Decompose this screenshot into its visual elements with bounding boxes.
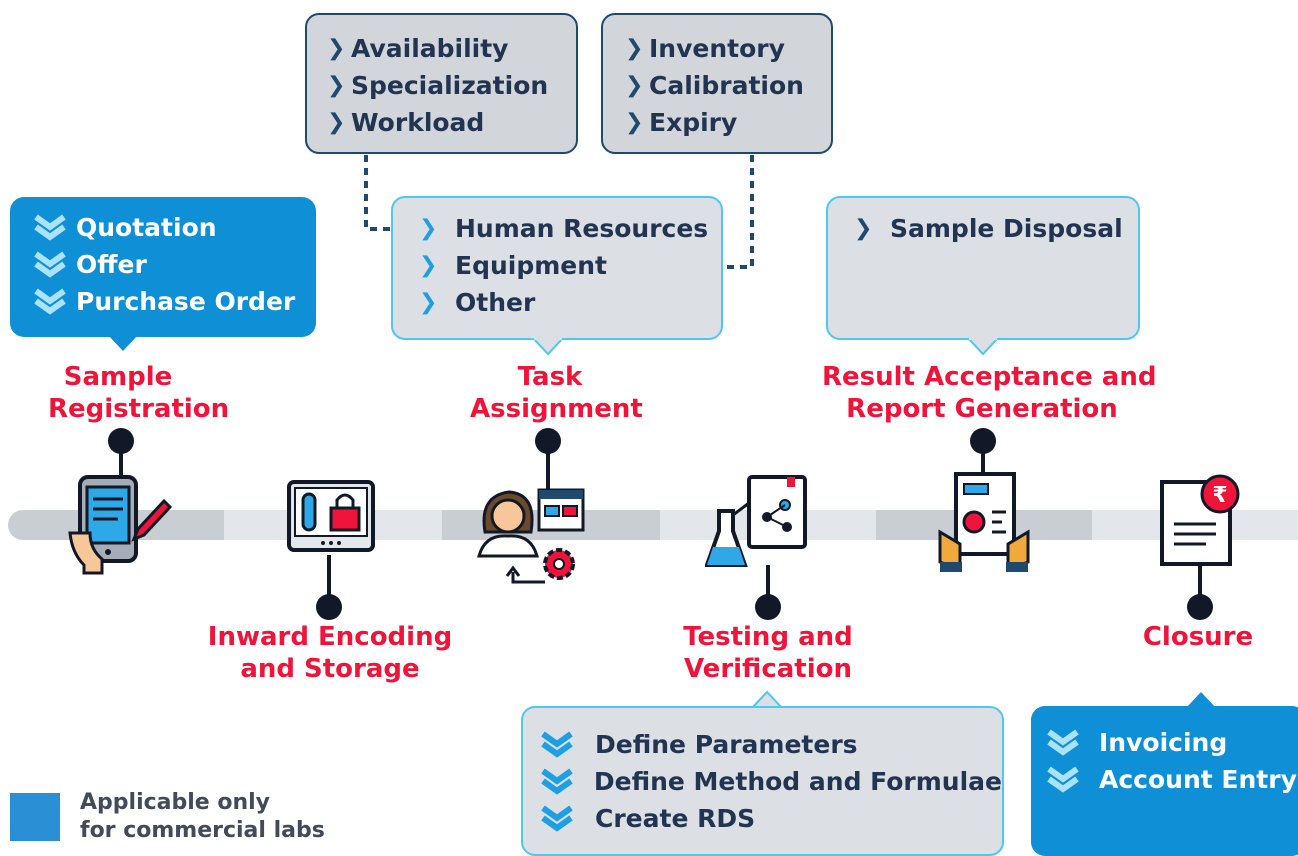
step-title-closure: Closure: [1142, 622, 1254, 652]
chevron-right-icon: ❯: [327, 36, 346, 61]
timeline-node: [535, 428, 561, 454]
chevron-right-icon: ❯: [419, 253, 438, 278]
report-bubble: ❯Sample Disposal: [826, 196, 1140, 340]
monitor-lock-icon: [287, 480, 375, 552]
report-hands-icon: [938, 472, 1030, 573]
closure-bubble: Invoicing Account Entry: [1031, 706, 1298, 856]
svg-text:₹: ₹: [1212, 483, 1227, 508]
chevron-right-icon: ❯: [625, 73, 644, 98]
bubble-pointer: [108, 335, 138, 351]
tablet-pen-icon: [68, 475, 172, 575]
timeline-node: [316, 594, 342, 620]
bubble-pointer: [1186, 692, 1216, 708]
double-chevron-down-icon: [32, 209, 76, 246]
assignment-bubble: ❯Human Resources ❯Equipment ❯Other: [391, 196, 723, 340]
invoice-rupee-icon: ₹: [1160, 474, 1240, 566]
chevron-right-icon: ❯: [419, 290, 438, 315]
resources-criteria-box: ❯Availability ❯Specialization ❯Workload: [305, 13, 578, 154]
testing-bubble: Define Parameters Define Method and Form…: [521, 706, 1004, 856]
timeline-node: [108, 428, 134, 454]
registration-bubble: Quotation Offer Purchase Order: [10, 197, 316, 337]
chevron-right-icon: ❯: [854, 216, 873, 241]
double-chevron-down-icon: [539, 763, 594, 800]
person-gear-icon: [477, 488, 585, 584]
timeline-node: [1187, 594, 1213, 620]
double-chevron-down-icon: [539, 726, 595, 763]
bubble-pointer: [533, 338, 563, 356]
flask-chart-icon: [705, 475, 807, 567]
timeline-node: [755, 594, 781, 620]
double-chevron-down-icon: [32, 283, 76, 320]
chevron-right-icon: ❯: [327, 73, 346, 98]
chevron-right-icon: ❯: [327, 110, 346, 135]
timeline-node: [970, 428, 996, 454]
bubble-pointer: [968, 338, 998, 356]
chevron-right-icon: ❯: [625, 110, 644, 135]
legend-swatch: [10, 793, 60, 841]
equipment-criteria-box: ❯Inventory ❯Calibration ❯Expiry: [601, 13, 833, 154]
double-chevron-down-icon: [32, 246, 76, 283]
double-chevron-down-icon: [1045, 724, 1099, 761]
double-chevron-down-icon: [1045, 761, 1099, 798]
double-chevron-down-icon: [539, 800, 595, 837]
chevron-right-icon: ❯: [419, 216, 438, 241]
chevron-right-icon: ❯: [625, 36, 644, 61]
